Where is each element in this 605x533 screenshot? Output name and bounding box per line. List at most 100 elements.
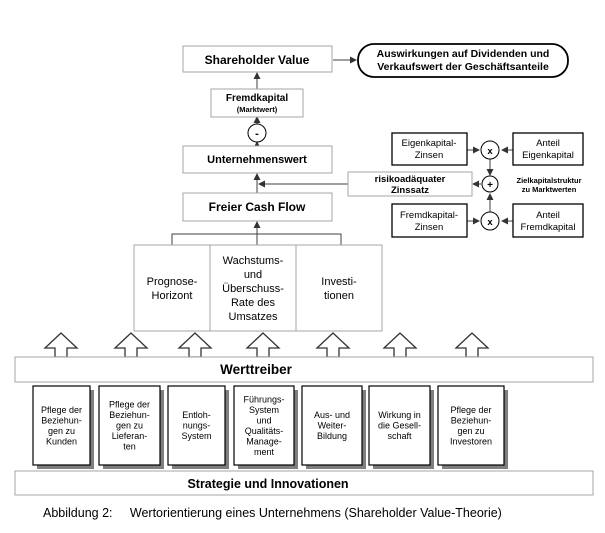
- risiko-line-2: Zinssatz: [391, 185, 429, 196]
- driver-text-line: gen zu: [116, 421, 143, 431]
- caption-text: Wertorientierung eines Unternehmens (Sha…: [129, 506, 502, 520]
- driver-text-line: Qualitäts-: [245, 426, 284, 436]
- wachstum-line-4: Rate des: [231, 297, 276, 309]
- driver-text-line: Beziehun-: [109, 410, 150, 420]
- auswirkungen-box: [357, 43, 569, 78]
- anteil-eigenkapital-box: [512, 132, 584, 166]
- figure-caption: Abbildung 2: Wertorientierung eines Unte…: [43, 506, 502, 520]
- driver-text-line: Pflege der: [450, 405, 491, 415]
- wachstumsrate-box: [209, 244, 297, 332]
- wachstum-line-2: und: [244, 269, 262, 281]
- driver-text-line: Bildung: [317, 431, 347, 441]
- driver-text-line: Beziehun-: [41, 415, 82, 425]
- up-arrow-icon: [177, 332, 213, 358]
- driver-text-line: gen zu: [457, 426, 484, 436]
- prognose-line-1: Prognose-: [147, 276, 198, 288]
- connector-lines: [171, 56, 513, 245]
- driver-box: [437, 385, 505, 466]
- driver-text-line: Aus- und: [314, 410, 350, 420]
- driver-text-line: Beziehun-: [451, 415, 492, 425]
- driver-text-line: System: [249, 405, 279, 415]
- driver-box: [368, 385, 431, 466]
- driver-text-line: und: [256, 415, 271, 425]
- multiply-operator-bottom-circle: [480, 211, 500, 231]
- risiko-zinssatz-box: [347, 171, 473, 197]
- driver-text-line: Pflege der: [109, 400, 150, 410]
- eigenkapital-zinsen-box: [391, 132, 468, 166]
- auswirkungen-line-1: Auswirkungen auf Dividenden und: [377, 48, 550, 60]
- shareholder-value-label: Shareholder Value: [205, 53, 310, 67]
- driver-text-line: Lieferan-: [112, 431, 148, 441]
- driver-box: [167, 385, 226, 466]
- prognose-horizont-box: [133, 244, 211, 332]
- anteil-eigenkapital-line-1: Anteil: [536, 138, 560, 149]
- driver-text-line: schaft: [387, 431, 412, 441]
- freier-cash-flow-label: Freier Cash Flow: [209, 200, 306, 214]
- driver-text-line: Pflege der: [41, 405, 82, 415]
- up-arrow-icon: [245, 332, 281, 358]
- shareholder-value-box: [182, 45, 333, 73]
- up-arrow-icon: [113, 332, 149, 358]
- anteil-fremdkapital-box: [512, 203, 584, 238]
- up-arrow-icon: [454, 332, 490, 358]
- multiply-operator-top-sign: x: [487, 146, 493, 157]
- driver-box: [301, 385, 363, 466]
- driver-text-line: Manage-: [246, 436, 282, 446]
- fremdkapital-line-2: (Marktwert): [237, 105, 278, 114]
- auswirkungen-line-2: Verkaufswert der Geschäftsanteile: [377, 61, 549, 73]
- driver-text-line: Investoren: [450, 436, 492, 446]
- minus-operator-circle: [247, 123, 267, 143]
- investitionen-box: [295, 244, 383, 332]
- unternehmenswert-label: Unternehmenswert: [207, 154, 307, 166]
- wachstum-line-1: Wachstums-: [223, 255, 284, 267]
- investitionen-line-1: Investi-: [321, 276, 357, 288]
- fremdkapital-line-1: Fremdkapital: [226, 93, 288, 104]
- driver-text-line: die Gesell-: [378, 421, 421, 431]
- prognose-line-2: Horizont: [152, 290, 193, 302]
- risiko-line-1: risikoadäquater: [375, 174, 446, 185]
- wachstum-line-5: Umsatzes: [229, 311, 278, 323]
- unternehmenswert-box: [182, 145, 333, 174]
- minus-operator-sign: -: [255, 128, 259, 140]
- anteil-fremdkapital-line-1: Anteil: [536, 210, 560, 221]
- driver-box: [98, 385, 161, 466]
- driver-text-line: Führungs-: [243, 394, 284, 404]
- zielkapital-line-2: zu Marktwerten: [522, 185, 577, 194]
- fremdkapital-zinsen-line-1: Fremdkapital-: [400, 210, 458, 221]
- werttreiber-band: [14, 356, 594, 383]
- up-arrow-icon: [315, 332, 351, 358]
- fremdkapital-box: [210, 88, 304, 118]
- anteil-fremdkapital-line-2: Fremdkapital: [521, 222, 576, 233]
- investitionen-line-2: tionen: [324, 290, 354, 302]
- zielkapital-line-1: Zielkapitalstruktur: [516, 176, 581, 185]
- driver-text-line: Entloh-: [182, 410, 211, 420]
- driver-text-line: Wirkung in: [378, 410, 421, 420]
- wachstum-line-3: Überschuss-: [222, 283, 284, 295]
- driver-text-line: System: [181, 431, 211, 441]
- eigenkapital-zinsen-line-2: Zinsen: [415, 150, 444, 161]
- strategie-label: Strategie und Innovationen: [187, 477, 348, 491]
- eigenkapital-zinsen-line-1: Eigenkapital-: [402, 138, 457, 149]
- driver-text-line: Kunden: [46, 436, 77, 446]
- multiply-operator-bottom-sign: x: [487, 217, 493, 228]
- driver-box: [233, 385, 295, 466]
- plus-operator-sign: +: [487, 180, 493, 191]
- driver-text-line: Weiter-: [318, 421, 347, 431]
- up-arrow-icon: [43, 332, 79, 358]
- driver-text-line: ment: [254, 447, 275, 457]
- werttreiber-label: Werttreiber: [220, 362, 293, 377]
- anteil-eigenkapital-line-2: Eigenkapital: [522, 150, 574, 161]
- fremdkapital-zinsen-line-2: Zinsen: [415, 222, 444, 233]
- multiply-operator-top-circle: [480, 140, 500, 160]
- plus-operator-circle: [481, 175, 499, 193]
- driver-box: [32, 385, 91, 466]
- up-arrow-icon: [382, 332, 418, 358]
- fremdkapital-zinsen-box: [391, 203, 468, 238]
- caption-label: Abbildung 2:: [43, 506, 113, 520]
- driver-text-line: nungs-: [183, 421, 211, 431]
- driver-text-line: gen zu: [48, 426, 75, 436]
- freier-cash-flow-box: [182, 192, 333, 222]
- driver-text-line: ten: [123, 442, 136, 452]
